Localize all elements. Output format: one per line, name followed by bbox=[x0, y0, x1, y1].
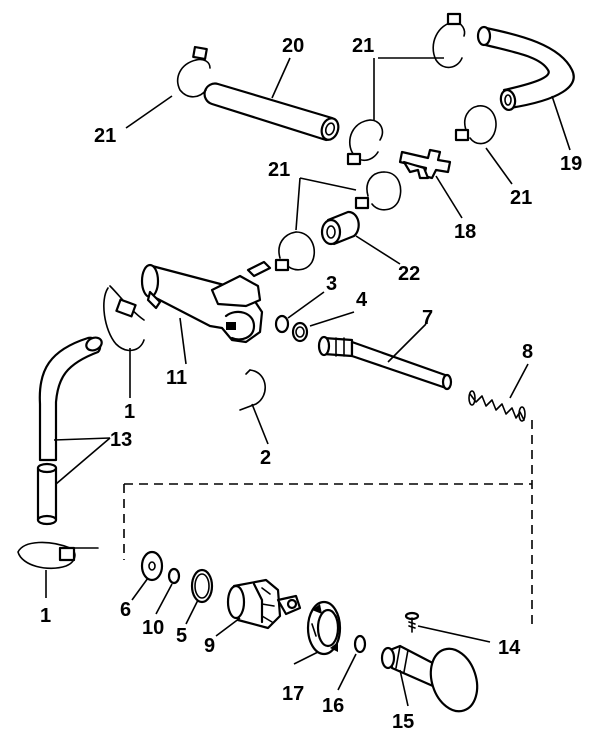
washer-part-6 bbox=[140, 550, 164, 582]
clamp-part-21-center bbox=[354, 171, 402, 211]
clamp-part-21-lower bbox=[274, 231, 316, 272]
retaining-ring-part-2 bbox=[239, 369, 266, 411]
o-ring-part-5 bbox=[190, 568, 214, 604]
screw-part-14 bbox=[404, 611, 420, 633]
callout-4: 4 bbox=[356, 289, 368, 311]
callout-7: 7 bbox=[422, 307, 433, 329]
assembly-dashed-outline bbox=[123, 420, 533, 628]
clamp-part-21-top bbox=[432, 12, 466, 69]
clamp-part-21-left bbox=[176, 45, 211, 98]
leader-lines bbox=[45, 57, 571, 707]
callout-11: 11 bbox=[166, 367, 187, 389]
o-ring-part-4 bbox=[291, 321, 309, 343]
clamp-part-1-top bbox=[103, 285, 145, 352]
callout-18: 18 bbox=[454, 221, 476, 243]
o-ring-part-16 bbox=[353, 634, 367, 654]
callout-1-bottom: 1 bbox=[40, 605, 51, 627]
o-ring-part-10 bbox=[167, 567, 181, 585]
callout-22: 22 bbox=[398, 263, 420, 285]
callout-15: 15 bbox=[392, 711, 414, 733]
callout-5: 5 bbox=[176, 625, 187, 647]
clamp-part-21-right bbox=[454, 105, 497, 145]
clamp-part-21-mid bbox=[346, 119, 384, 166]
callout-14: 14 bbox=[498, 637, 521, 659]
callout-20: 20 bbox=[282, 35, 304, 57]
callout-21-top: 21 bbox=[352, 35, 374, 57]
callout-2: 2 bbox=[260, 447, 271, 469]
callout-10: 10 bbox=[142, 617, 164, 639]
callout-1-top: 1 bbox=[124, 401, 135, 423]
callout-13: 13 bbox=[110, 429, 132, 451]
sleeve-part-22 bbox=[320, 210, 360, 246]
callout-8: 8 bbox=[522, 341, 533, 363]
tee-fitting-part-18 bbox=[398, 148, 452, 180]
clamp-part-1-bottom bbox=[17, 541, 99, 570]
callout-17: 17 bbox=[282, 683, 304, 705]
housing-part-11 bbox=[140, 260, 272, 344]
collar-part-17 bbox=[306, 600, 342, 656]
plunger-part-7 bbox=[317, 335, 453, 391]
valve-body-part-9 bbox=[226, 578, 302, 630]
spring-part-8 bbox=[468, 390, 526, 422]
knob-part-15 bbox=[380, 644, 479, 713]
callout-21-right: 21 bbox=[510, 187, 532, 209]
o-ring-part-3 bbox=[274, 314, 290, 334]
callout-21-left: 21 bbox=[94, 125, 116, 147]
callout-21-mid: 21 bbox=[268, 159, 290, 181]
callout-9: 9 bbox=[204, 635, 215, 657]
hose-part-20 bbox=[203, 82, 340, 142]
callout-19: 19 bbox=[560, 153, 582, 175]
hose-part-13 bbox=[36, 336, 103, 526]
callout-6: 6 bbox=[120, 599, 131, 621]
callout-16: 16 bbox=[322, 695, 344, 717]
elbow-hose-part-19 bbox=[476, 25, 575, 112]
callout-3: 3 bbox=[326, 273, 337, 295]
